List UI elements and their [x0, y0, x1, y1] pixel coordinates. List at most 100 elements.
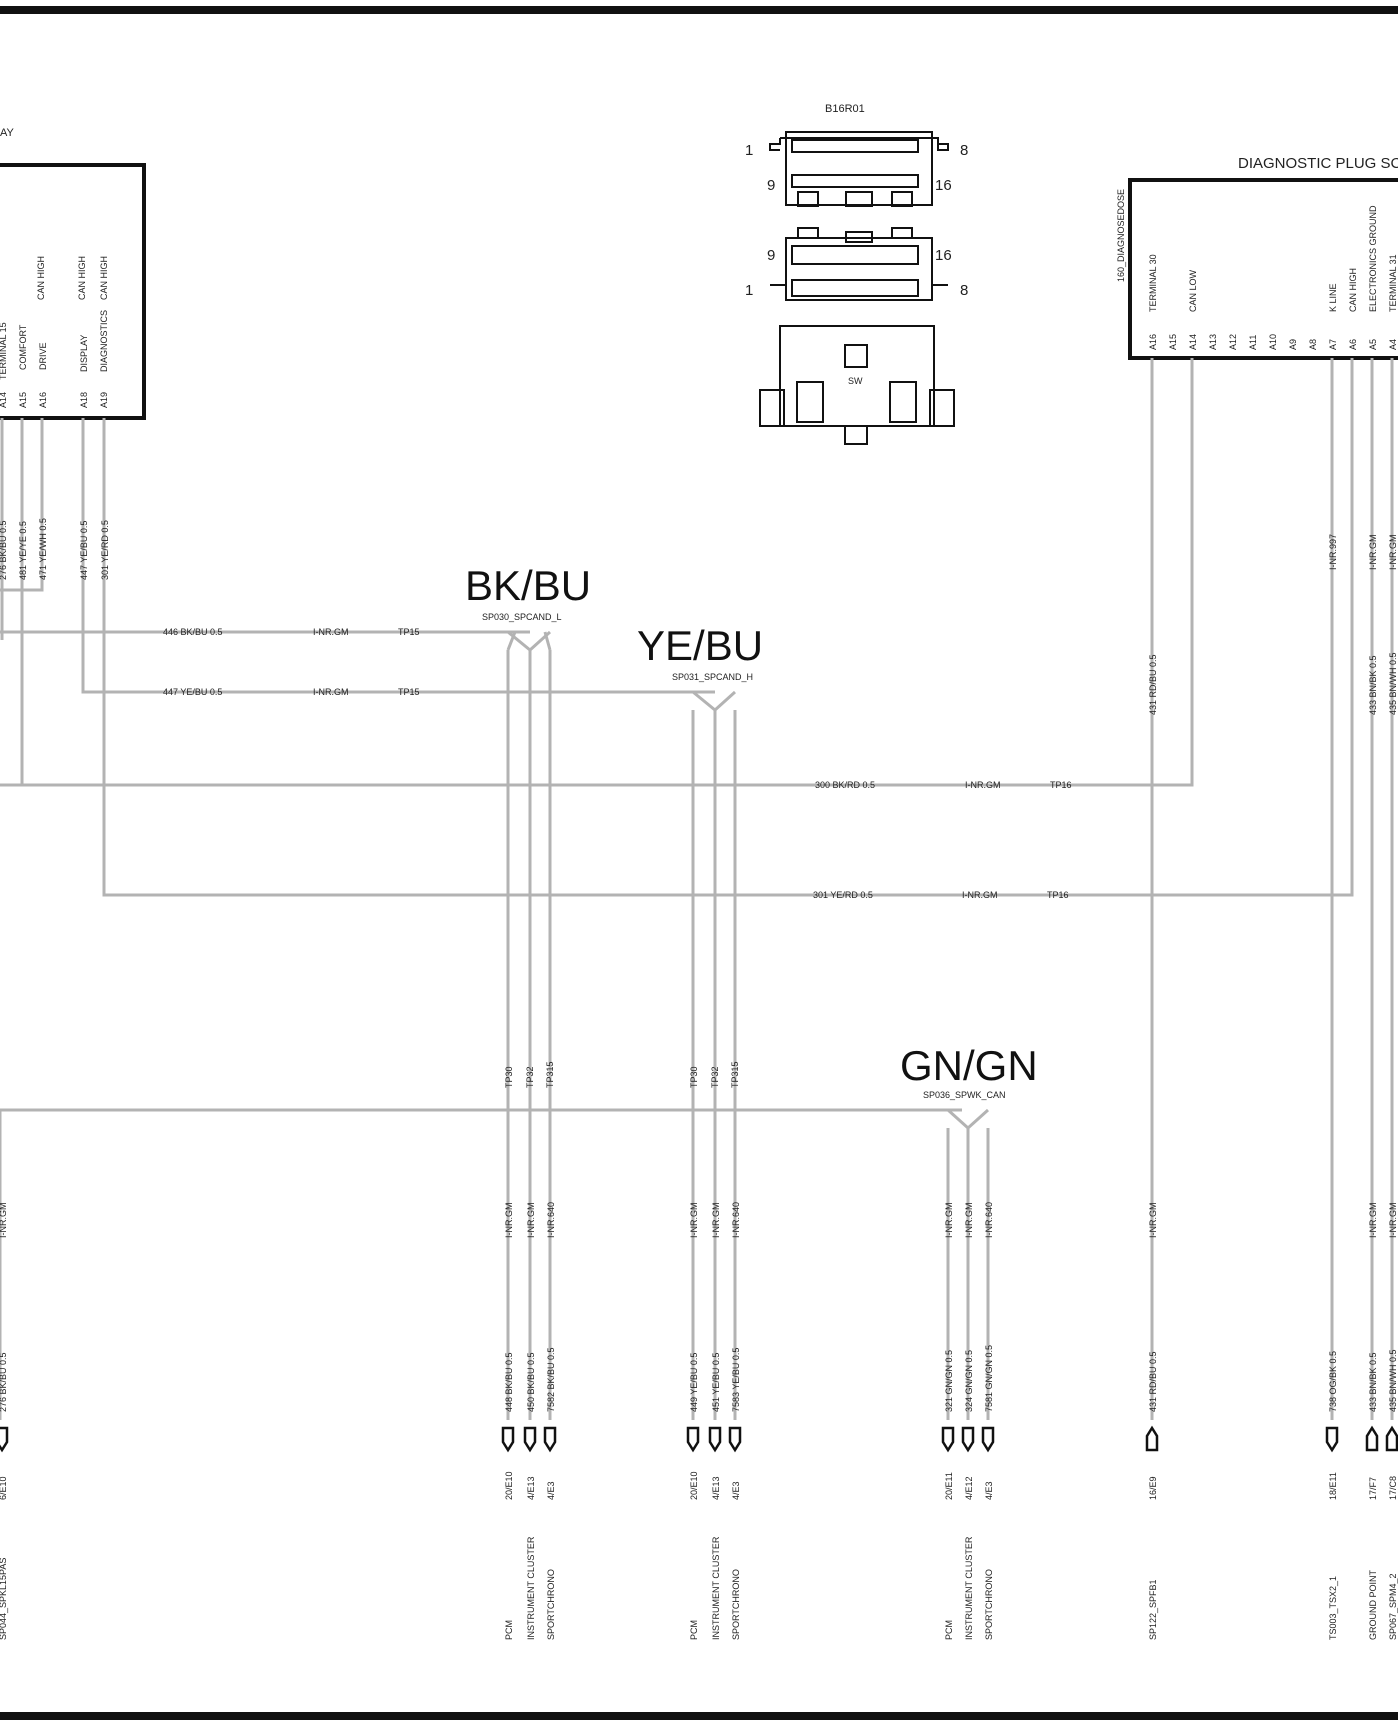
- drop-ref: I-NR.GM: [0, 1203, 8, 1239]
- svg-text:431 RD/BU 0.5: 431 RD/BU 0.5: [1148, 654, 1158, 715]
- drop-wire: 7581 GN/GN 0.5: [984, 1345, 994, 1412]
- drop-wire: 324 GN/GN 0.5: [964, 1350, 974, 1412]
- top-border: [0, 6, 1398, 14]
- svg-text:301 YE/RD 0.5: 301 YE/RD 0.5: [100, 520, 110, 580]
- drop-wire: 276 BK/BU 0.5: [0, 1352, 8, 1412]
- drop-wire: 431 RD/BU 0.5: [1148, 1351, 1158, 1412]
- drop-wire: 449 YE/BU 0.5: [689, 1353, 699, 1412]
- b16r01-connector: B16R01 1 8 9 16 9 16 1 8 SW: [745, 103, 968, 445]
- left-relay-pin-a14: A14 TERMINAL 15: [0, 322, 8, 408]
- svg-text:TP16: TP16: [1047, 890, 1069, 900]
- diag-plug-pin-a5: A5: [1368, 339, 1378, 350]
- drop-wire: 738 OG/BK 0.5: [1328, 1351, 1338, 1412]
- drop-dest: SP044_SPKL15PAS: [0, 1558, 8, 1640]
- drop-ref: I-NR.GM: [1388, 1203, 1398, 1239]
- vertical-wire-labels-top: 276 BK/BU 0.5 481 YE/YE 0.5 471 YE/WH 0.…: [0, 518, 1398, 715]
- tp-labels: TP30 TP32 TP315 TP30 TP32 TP315: [504, 1061, 740, 1088]
- drop-ref: I-NR.GM: [526, 1203, 536, 1239]
- diag-plug-pin-func: TERMINAL 31: [1388, 254, 1398, 312]
- svg-text:I-NR.997: I-NR.997: [1328, 534, 1338, 570]
- drop-dest: SP122_SPFB1: [1148, 1579, 1158, 1640]
- drop-terminal-icon: [941, 1426, 955, 1453]
- svg-text:9: 9: [767, 247, 775, 264]
- b16r01-sw-label: SW: [848, 376, 863, 386]
- drop-pin: 20/E10: [689, 1471, 699, 1500]
- svg-text:I-NR.GM: I-NR.GM: [965, 780, 1001, 790]
- drop-terminal-icon: [0, 1426, 9, 1453]
- svg-text:435 BN/WH 0.5: 435 BN/WH 0.5: [1388, 652, 1398, 715]
- svg-text:447 YE/BU 0.5: 447 YE/BU 0.5: [79, 521, 89, 580]
- drop-ref: I-NR.GM: [1148, 1203, 1158, 1239]
- diag-plug-pin-a12: A12: [1228, 334, 1238, 350]
- diag-plug-pin-a8: A8: [1308, 339, 1318, 350]
- drop-ref: I-NR.640: [731, 1202, 741, 1238]
- svg-text:I-NR.GM: I-NR.GM: [1368, 535, 1378, 571]
- svg-text:I-NR.GM: I-NR.GM: [962, 890, 998, 900]
- svg-text:433 BN/BK 0.5: 433 BN/BK 0.5: [1368, 655, 1378, 715]
- drop-dest: SPORTCHRONO: [984, 1569, 994, 1640]
- drop-wire: 451 YE/BU 0.5: [711, 1353, 721, 1412]
- left-relay-pin-a19: A19 DIAGNOSTICS CAN HIGH: [99, 256, 109, 408]
- diag-plug-pin-func: ELECTRONICS GROUND: [1368, 205, 1378, 312]
- drop-wire: 321 GN/GN 0.5: [944, 1350, 954, 1412]
- svg-text:DIAGNOSTICS: DIAGNOSTICS: [99, 310, 109, 372]
- drop-wire: 450 BK/BU 0.5: [526, 1352, 536, 1412]
- svg-text:300 BK/RD 0.5: 300 BK/RD 0.5: [815, 780, 875, 790]
- splice-yebu-id: SP031_SPCAND_H: [672, 672, 753, 682]
- svg-text:A16: A16: [38, 392, 48, 408]
- svg-text:TP32: TP32: [525, 1066, 535, 1088]
- svg-text:I-NR.GM: I-NR.GM: [313, 627, 349, 637]
- diag-plug-pin-a7: A7: [1328, 339, 1338, 350]
- drop-ref: I-NR.640: [984, 1202, 994, 1238]
- svg-text:471 YE/WH 0.5: 471 YE/WH 0.5: [38, 518, 48, 580]
- drop-terminal-icon: [1145, 1425, 1159, 1452]
- svg-text:446 BK/BU 0.5: 446 BK/BU 0.5: [163, 627, 223, 637]
- drop-terminal-icon: [543, 1426, 557, 1453]
- svg-text:CAN HIGH: CAN HIGH: [36, 256, 46, 300]
- drop-wire: 435 BN/WH 0.5: [1388, 1349, 1398, 1412]
- splice-yebu-label: YE/BU: [637, 622, 763, 669]
- drop-ref: I-NR.GM: [944, 1203, 954, 1239]
- drop-terminal-icon: [961, 1426, 975, 1453]
- drop-dest: PCM: [504, 1620, 514, 1640]
- drop-terminal-icon: [523, 1426, 537, 1453]
- svg-text:A19: A19: [99, 392, 109, 408]
- left-relay-pin-a15: A15 COMFORT CAN HIGH: [18, 256, 46, 408]
- drop-dest: PCM: [944, 1620, 954, 1640]
- drop-dest: GROUND POINT: [1368, 1569, 1378, 1640]
- svg-text:CAN HIGH: CAN HIGH: [77, 256, 87, 300]
- horizontal-wire-labels: 446 BK/BU 0.5 I-NR.GM TP15 447 YE/BU 0.5…: [163, 627, 1072, 900]
- diag-plug-pin-func: CAN LOW: [1188, 269, 1198, 312]
- drop-pin: 17/F7: [1368, 1477, 1378, 1500]
- svg-text:TP15: TP15: [398, 627, 420, 637]
- left-relay-pin-a18: A18 DISPLAY: [79, 335, 89, 408]
- drop-terminal-icon: [981, 1426, 995, 1453]
- drop-ref: I-NR.GM: [689, 1203, 699, 1239]
- drop-pin: 4/E3: [984, 1481, 994, 1500]
- svg-text:A15: A15: [18, 392, 28, 408]
- drop-ref: I-NR.GM: [1368, 1203, 1378, 1239]
- drop-dest: INSTRUMENT CLUSTER: [526, 1536, 536, 1640]
- diag-plug-pin-func: TERMINAL 30: [1148, 254, 1158, 312]
- drop-ref: I-NR.GM: [964, 1203, 974, 1239]
- diag-plug-pin-a9: A9: [1288, 339, 1298, 350]
- svg-text:276 BK/BU 0.5: 276 BK/BU 0.5: [0, 520, 8, 580]
- diag-plug-pin-a10: A10: [1268, 334, 1278, 350]
- drop-pin: 4/E3: [731, 1481, 741, 1500]
- diag-plug-pin-a13: A13: [1208, 334, 1218, 350]
- drop-terminal-icon: [728, 1426, 742, 1453]
- diag-plug-outside-label: 160_DIAGNOSEDOSE: [1116, 189, 1126, 282]
- drop-dest: SPORTCHRONO: [731, 1569, 741, 1640]
- svg-text:TP30: TP30: [689, 1066, 699, 1088]
- left-relay-title: AY: [0, 127, 15, 139]
- b16r01-title: B16R01: [825, 103, 865, 115]
